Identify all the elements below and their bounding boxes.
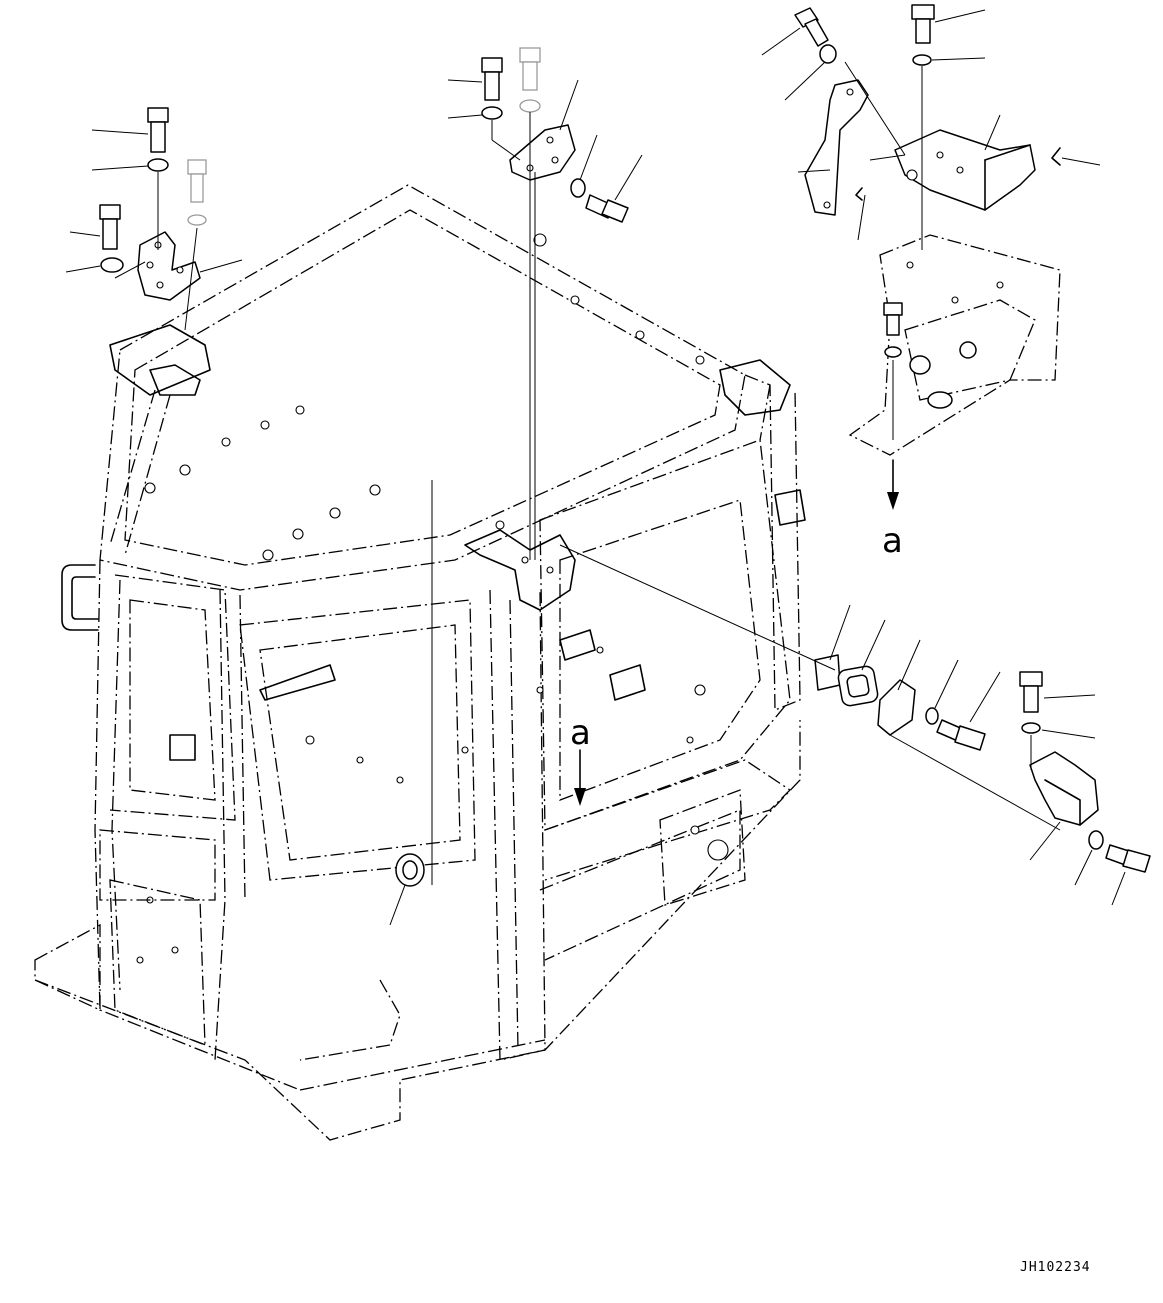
drawing-code: JH102234 <box>1020 1260 1091 1275</box>
washer-icon <box>147 158 169 172</box>
top-center-bracket-group <box>447 47 643 560</box>
washer-icon <box>912 54 932 66</box>
bolt-icon <box>794 7 829 47</box>
bolt-icon <box>147 107 169 153</box>
washer-icon <box>925 707 939 725</box>
washer-icon <box>884 346 902 358</box>
bolt-icon <box>1105 844 1151 873</box>
cab-frame <box>34 184 806 1141</box>
plate-icon <box>814 654 841 691</box>
view-label-a-upper: a <box>882 521 903 561</box>
washer-icon <box>481 106 503 120</box>
interior-holes <box>136 646 706 964</box>
box-bracket-icon <box>894 129 1036 211</box>
ghost-bolt-icon <box>519 47 541 113</box>
strip-bracket-icon <box>804 79 869 216</box>
washer-icon <box>1088 830 1104 850</box>
hinge-bracket-icon <box>137 231 201 301</box>
view-label-a-center: a <box>570 713 591 753</box>
bolt-icon <box>883 302 903 336</box>
top-left-bracket-group <box>65 107 243 331</box>
top-right-detail-group <box>761 4 1101 510</box>
cover-bracket-icon <box>877 679 916 736</box>
center-view-arrow <box>389 480 586 926</box>
right-mid-group <box>559 544 1061 831</box>
ghost-bolt-icon <box>187 159 207 226</box>
washer-icon <box>1021 722 1041 734</box>
bolt-icon <box>1019 671 1043 713</box>
washer-icon <box>819 44 837 64</box>
hinge-bracket-icon <box>509 124 576 181</box>
bolt-icon <box>936 719 986 751</box>
bolt-icon <box>481 57 503 101</box>
cover-bracket-icon <box>1029 751 1099 826</box>
roof-holes <box>144 233 705 561</box>
bolt-icon <box>585 194 629 223</box>
washer-icon <box>100 257 124 273</box>
bolt-icon <box>911 4 935 44</box>
bolt-icon <box>99 204 121 250</box>
washer-icon <box>570 178 586 198</box>
lower-right-group <box>1019 671 1151 906</box>
